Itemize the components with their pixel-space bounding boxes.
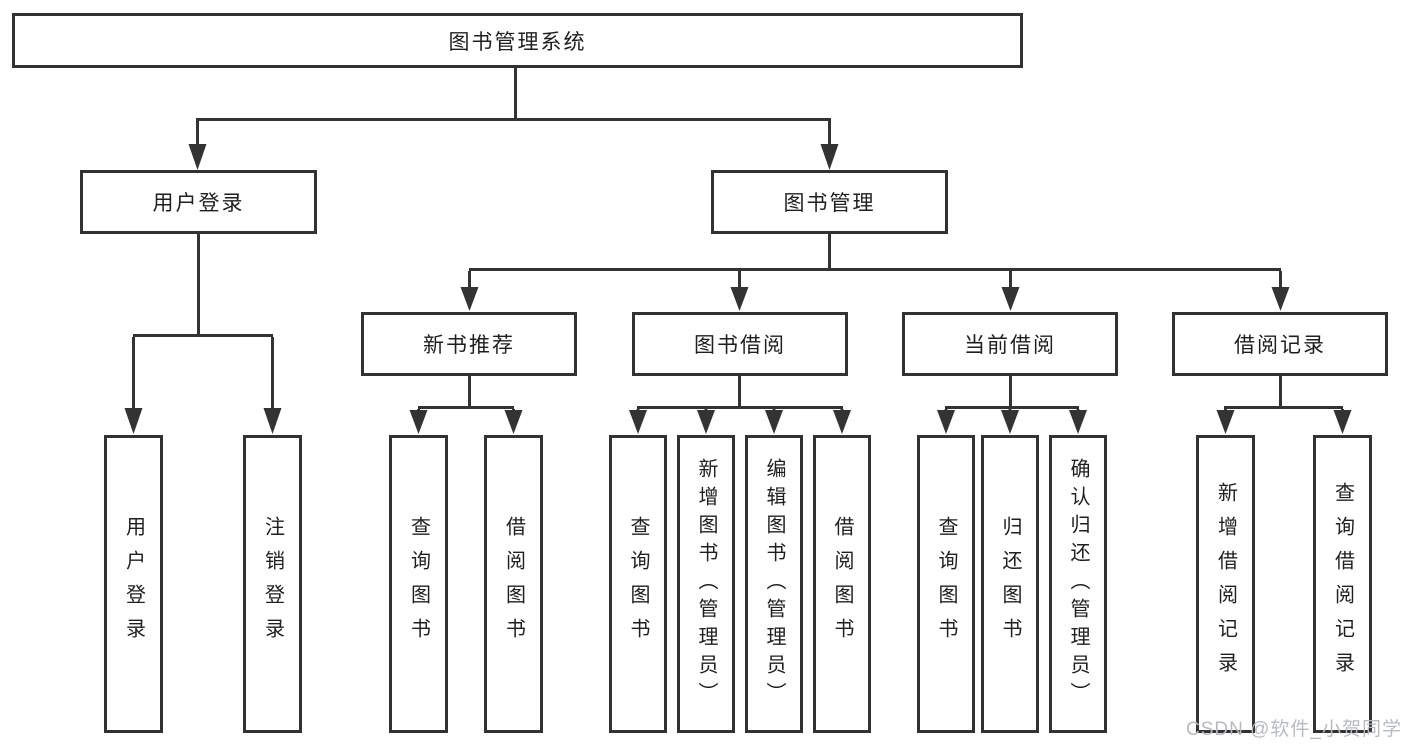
node-new-book-recommend: 新书推荐	[361, 312, 577, 376]
leaf-borrow-books-1: 借阅图书	[484, 435, 543, 733]
node-label: 注销登录	[261, 516, 284, 652]
leaf-query-borrow-record: 查询借阅记录	[1313, 435, 1372, 733]
leaf-add-book-admin: 新增图书（管理员）	[677, 435, 735, 733]
node-current-borrow: 当前借阅	[902, 312, 1118, 376]
node-label: 归还图书	[999, 516, 1021, 652]
node-label: 图书借阅	[694, 334, 786, 357]
node-user-login: 用户登录	[80, 170, 317, 234]
leaf-query-books-3: 查询图书	[917, 435, 975, 733]
leaf-query-books-1: 查询图书	[389, 435, 448, 733]
node-book-management: 图书管理	[711, 170, 948, 234]
node-borrow-records: 借阅记录	[1172, 312, 1388, 376]
node-label: 借阅图书	[831, 516, 853, 652]
node-label: 确认归还（管理员）	[1067, 458, 1089, 710]
node-label: 新增图书（管理员）	[695, 458, 717, 710]
node-label: 图书管理系统	[448, 30, 587, 54]
node-label: 图书管理	[783, 192, 876, 215]
node-label: 编辑图书（管理员）	[763, 458, 785, 710]
node-label: 用户登录	[122, 516, 145, 652]
node-label: 查询图书	[627, 516, 649, 652]
node-book-borrow: 图书借阅	[632, 312, 848, 376]
node-label: 查询借阅记录	[1331, 482, 1354, 686]
leaf-query-books-2: 查询图书	[609, 435, 667, 733]
node-label: 当前借阅	[964, 334, 1056, 357]
node-label: 新书推荐	[423, 334, 515, 357]
node-label: 查询图书	[935, 516, 957, 652]
node-root: 图书管理系统	[12, 13, 1023, 68]
node-label: 查询图书	[407, 516, 430, 652]
node-label: 借阅记录	[1234, 334, 1326, 357]
node-label: 用户登录	[152, 192, 245, 215]
leaf-user-login: 用户登录	[104, 435, 163, 733]
leaf-return-book: 归还图书	[981, 435, 1039, 733]
watermark: CSDN @软件_小贺同学	[1186, 719, 1402, 740]
leaf-edit-book-admin: 编辑图书（管理员）	[745, 435, 803, 733]
leaf-confirm-return-admin: 确认归还（管理员）	[1049, 435, 1107, 733]
leaf-add-borrow-record: 新增借阅记录	[1196, 435, 1255, 733]
node-label: 借阅图书	[502, 516, 525, 652]
node-label: 新增借阅记录	[1214, 482, 1237, 686]
leaf-logout: 注销登录	[243, 435, 302, 733]
leaf-borrow-books-2: 借阅图书	[813, 435, 871, 733]
